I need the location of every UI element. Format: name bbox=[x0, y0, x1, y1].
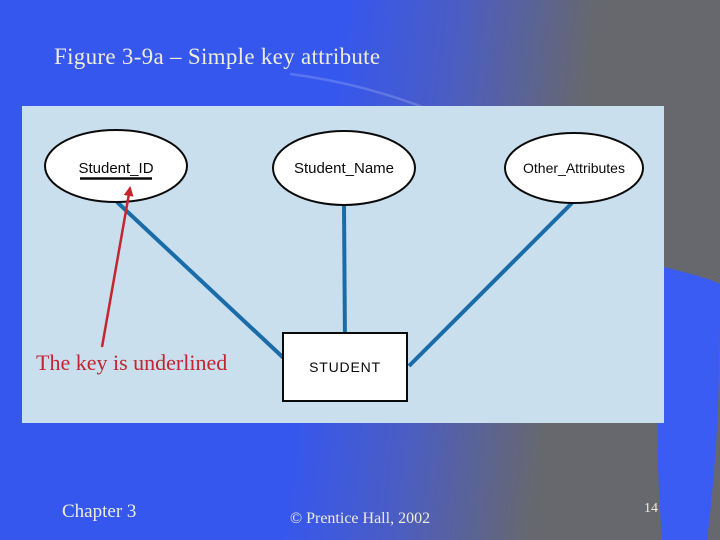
page-number: 14 bbox=[644, 501, 658, 516]
connectors bbox=[115, 200, 574, 368]
footer-chapter: Chapter 3 bbox=[62, 501, 137, 522]
attribute-ellipse bbox=[504, 132, 644, 204]
attribute-label: Student_Name bbox=[294, 160, 394, 177]
attribute-ellipse bbox=[44, 129, 188, 203]
er-diagram: Student_ID Student_Name Other_Attributes… bbox=[44, 129, 644, 402]
attribute-label: Student_ID bbox=[78, 160, 153, 177]
attribute-label: Other_Attributes bbox=[523, 160, 625, 176]
entity-label: STUDENT bbox=[309, 359, 381, 375]
key-pointer-arrow bbox=[100, 186, 134, 348]
diagram-panel: Student_ID Student_Name Other_Attributes… bbox=[22, 106, 664, 423]
entity-rectangle bbox=[282, 332, 408, 402]
attribute-student-name: Student_Name bbox=[272, 130, 416, 206]
connector-student-name bbox=[342, 203, 347, 347]
slide-title: Figure 3-9a – Simple key attribute bbox=[54, 44, 381, 69]
key-arrow-line bbox=[100, 186, 134, 348]
entity-student: STUDENT bbox=[282, 332, 408, 402]
connector-student-id bbox=[115, 200, 292, 366]
background-swoosh bbox=[657, 267, 720, 540]
footer-copyright: © Prentice Hall, 2002 bbox=[289, 510, 431, 527]
attribute-other-attributes: Other_Attributes bbox=[504, 132, 644, 204]
attribute-ellipse bbox=[272, 130, 416, 206]
connector-other-attributes bbox=[407, 201, 574, 368]
key-annotation: The key is underlined bbox=[36, 350, 228, 375]
attribute-student-id: Student_ID bbox=[44, 129, 188, 203]
